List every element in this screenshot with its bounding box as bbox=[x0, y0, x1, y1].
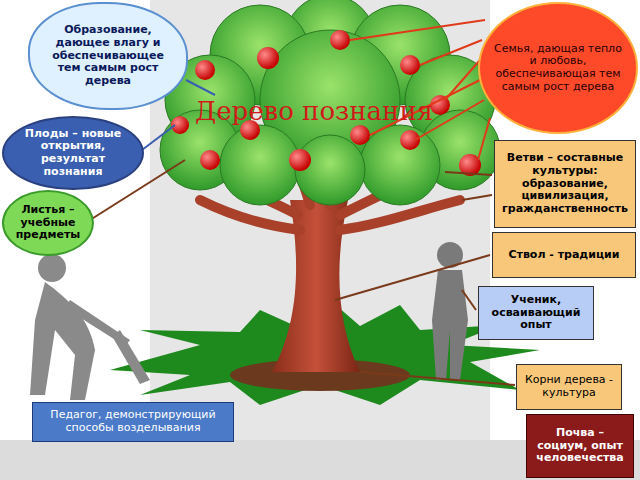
node-text: Почва – социум, опыт человечества bbox=[531, 427, 629, 465]
callout-bubble: Семья, дающая тепло и любовь, обеспечива… bbox=[478, 2, 638, 134]
node-text: Плоды – новые открытия, результат познан… bbox=[18, 128, 128, 179]
crown bbox=[160, 0, 500, 205]
node-text: Педагог, демонстрирующий способы возделы… bbox=[37, 409, 229, 434]
teacher-figure bbox=[30, 254, 150, 400]
node-text: Семья, дающая тепло и любовь, обеспечива… bbox=[494, 43, 622, 94]
label-box: Ученик, осваивающий опыт bbox=[478, 286, 594, 340]
callout-bubble: Листья – учебные предметы bbox=[2, 190, 94, 256]
diagram-title: Дерево познания bbox=[195, 96, 433, 126]
label-box: Педагог, демонстрирующий способы возделы… bbox=[32, 402, 234, 442]
node-text: Корни дерева - культура bbox=[521, 374, 617, 399]
callout-bubble: Образование, дающее влагу и обеспечивающ… bbox=[28, 2, 188, 110]
label-box: Ветви – составные культуры: образование,… bbox=[494, 140, 636, 228]
leader-lines bbox=[90, 160, 515, 385]
node-text: Листья – учебные предметы bbox=[16, 204, 81, 242]
node-text: Ученик, осваивающий опыт bbox=[483, 294, 589, 332]
leader-lines bbox=[350, 20, 490, 160]
node-text: Ствол - традиции bbox=[508, 249, 619, 262]
label-box: Ствол - традиции bbox=[492, 232, 636, 278]
label-box: Почва – социум, опыт человечества bbox=[526, 414, 634, 478]
node-text: Образование, дающее влагу и обеспечивающ… bbox=[44, 24, 172, 87]
node-text: Ветви – составные культуры: образование,… bbox=[499, 152, 631, 215]
label-box: Корни дерева - культура bbox=[516, 364, 622, 410]
callout-bubble: Плоды – новые открытия, результат познан… bbox=[2, 116, 144, 190]
apples bbox=[171, 30, 481, 176]
